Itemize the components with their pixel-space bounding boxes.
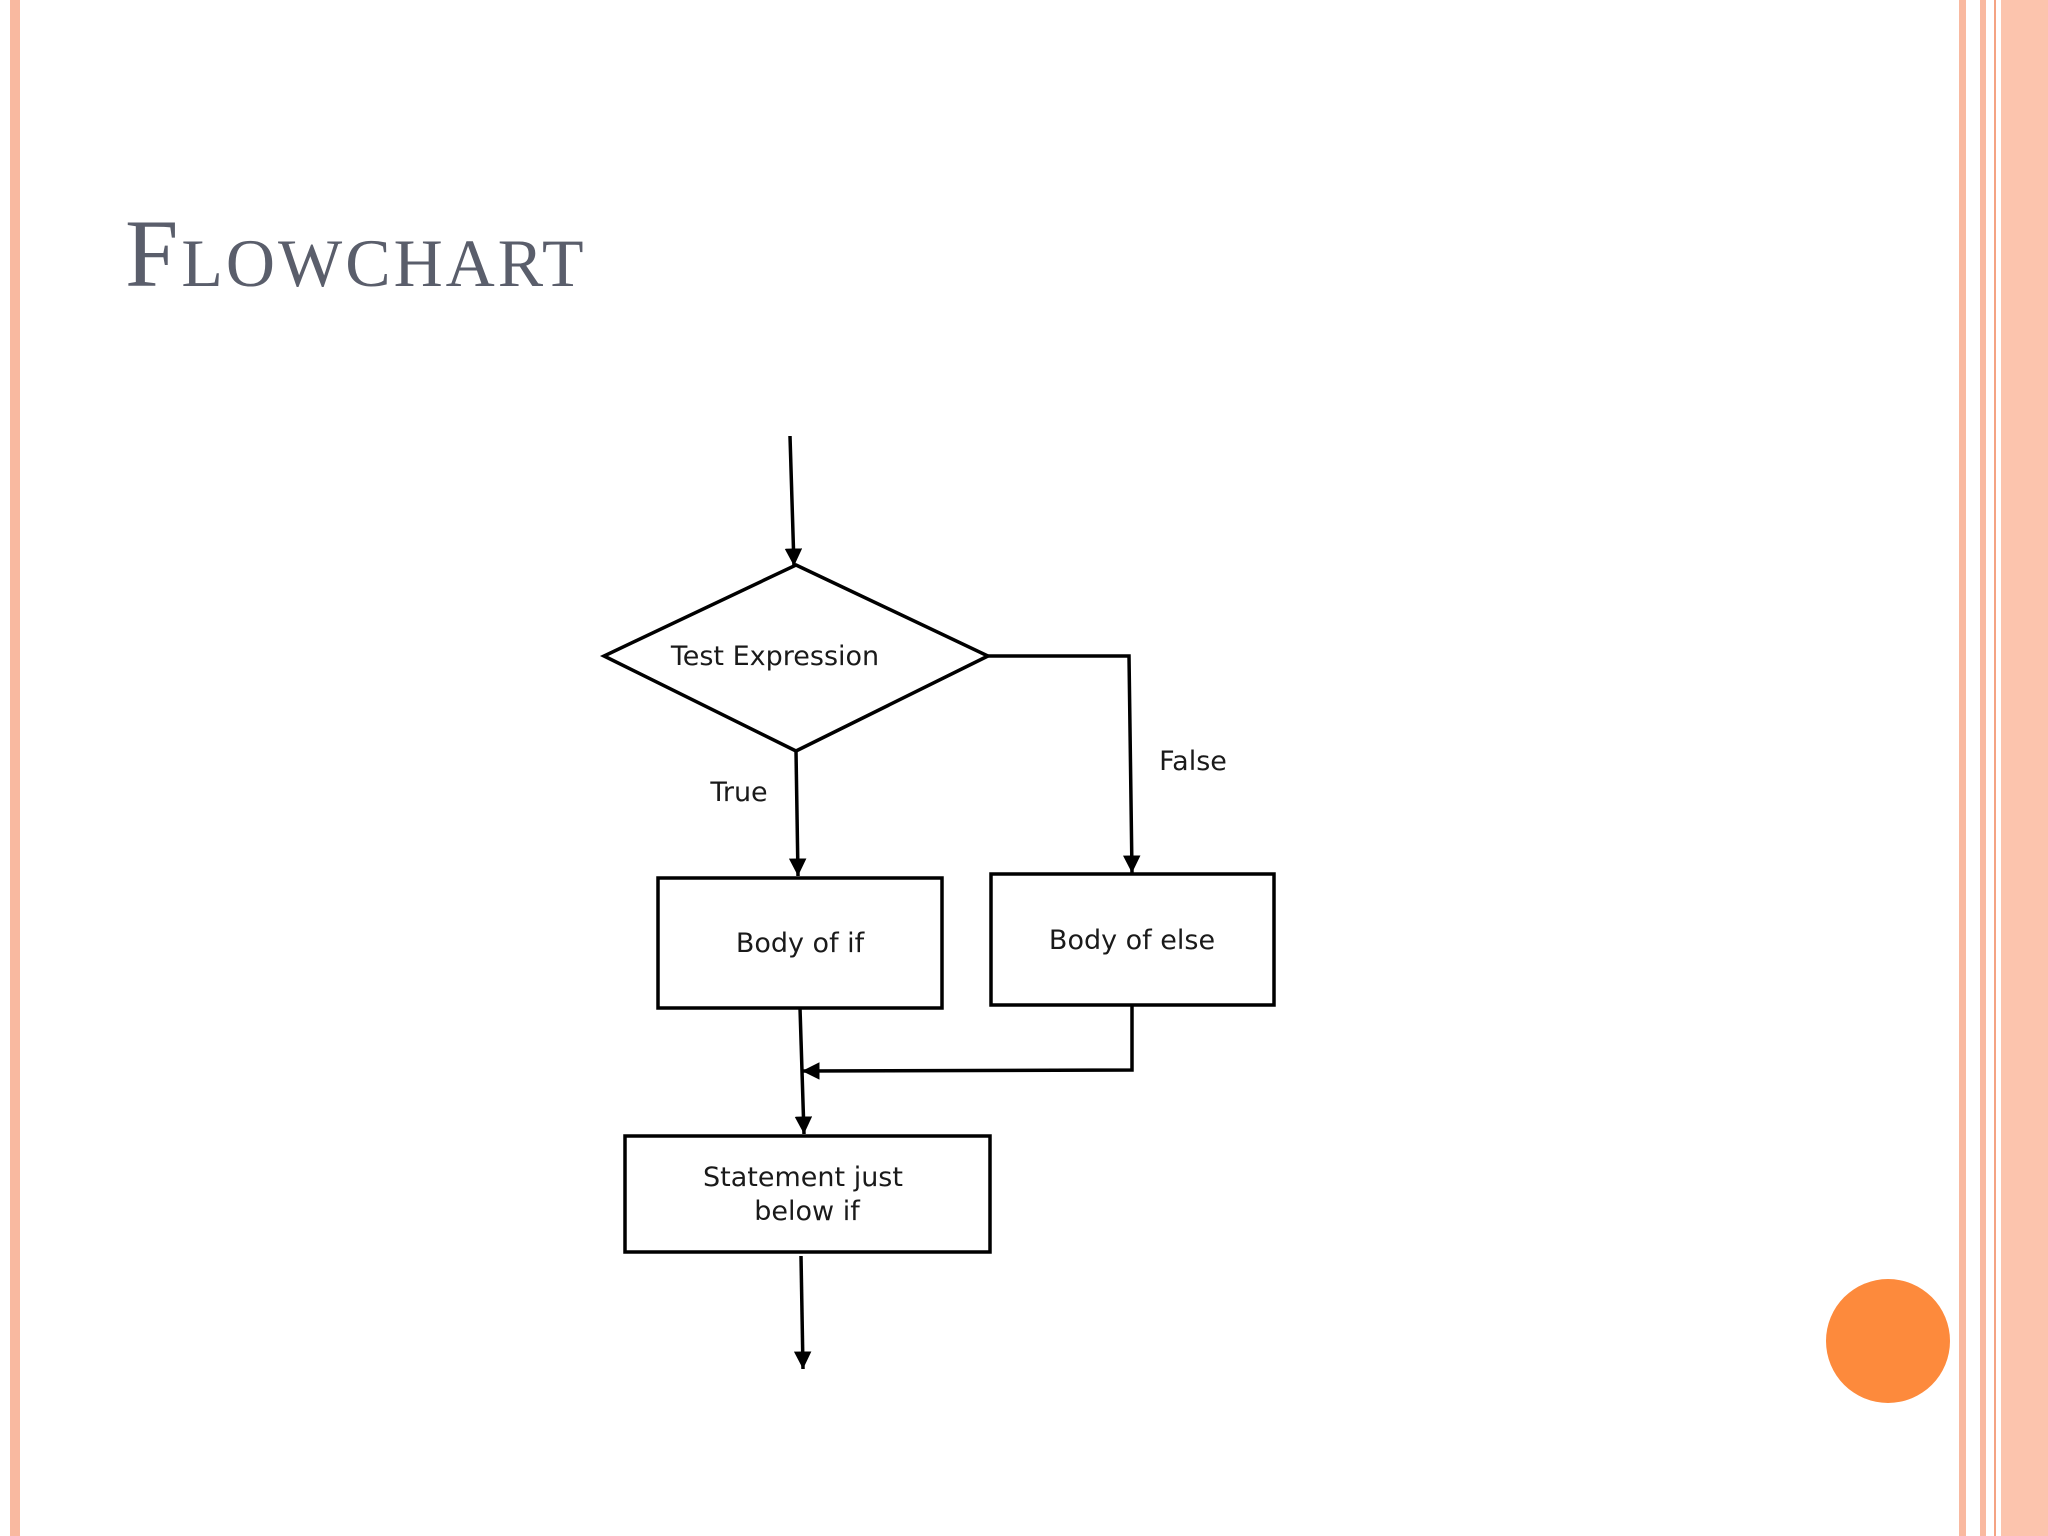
slide-title: FLOWCHART bbox=[125, 206, 587, 302]
statement-label-line2: below if bbox=[754, 1196, 861, 1227]
statement-label-line1: Statement just bbox=[703, 1162, 903, 1193]
decision-label: Test Expression bbox=[670, 641, 879, 672]
right-border-stripe-1 bbox=[1959, 0, 1966, 1536]
body-else-label: Body of else bbox=[1049, 925, 1215, 956]
body-else-box bbox=[989, 872, 1276, 1007]
if-to-statement-arrow bbox=[794, 1007, 813, 1135]
left-border-stripe bbox=[10, 0, 20, 1536]
else-merge-arrow bbox=[801, 1005, 1134, 1080]
title-initial: F bbox=[125, 200, 182, 307]
title-rest: LOWCHART bbox=[181, 225, 587, 301]
statement-box bbox=[623, 1134, 992, 1254]
right-border-stripe-2 bbox=[1980, 0, 1986, 1536]
decorative-circle bbox=[1826, 1279, 1950, 1403]
entry-arrow bbox=[784, 435, 803, 567]
false-branch-arrow bbox=[988, 654, 1141, 874]
body-if-label: Body of if bbox=[736, 928, 866, 959]
true-branch-arrow bbox=[788, 750, 807, 877]
right-border-stripe-3 bbox=[1994, 0, 1996, 1536]
true-label: True bbox=[709, 777, 767, 808]
right-border-stripe-4 bbox=[2001, 0, 2048, 1536]
exit-arrow bbox=[793, 1255, 812, 1370]
false-label: False bbox=[1159, 746, 1227, 777]
